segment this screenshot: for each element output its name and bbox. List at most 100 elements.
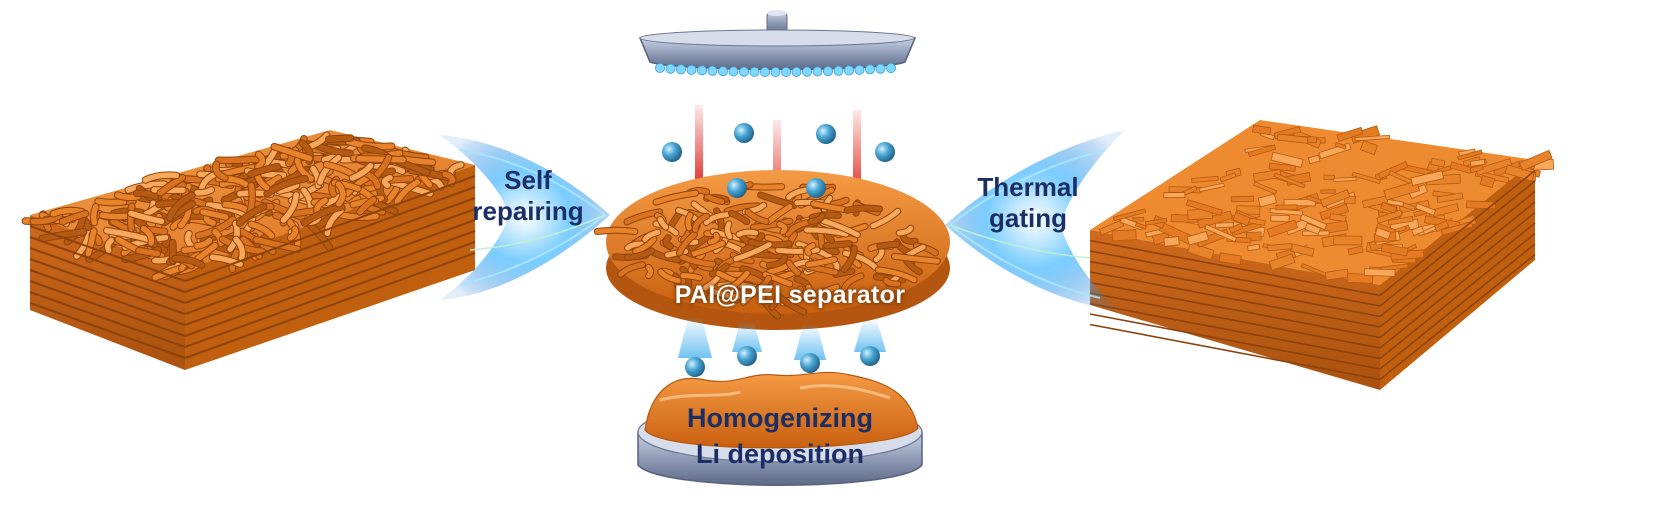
fiber-strand <box>883 277 901 287</box>
melted-flake <box>1304 222 1322 235</box>
fiber-strand <box>751 218 793 230</box>
fiber-strand <box>374 155 392 178</box>
fiber-strand <box>680 273 702 281</box>
fiber-strand <box>870 208 901 229</box>
melted-flake <box>1299 213 1328 231</box>
fiber-strand <box>50 207 86 217</box>
layer-line <box>29 225 186 282</box>
layer-line <box>1379 211 1536 339</box>
melted-flake <box>1268 162 1296 172</box>
layer-line <box>1379 232 1536 360</box>
melted-flake <box>1163 236 1180 247</box>
thermal-gating-line-1: Thermal <box>977 172 1079 202</box>
melted-flake <box>1132 216 1145 222</box>
melted-flake <box>1479 175 1496 189</box>
melted-flake <box>1346 273 1374 284</box>
melted-flake <box>1359 140 1378 156</box>
fiber-strand <box>85 228 97 257</box>
right-block-layer-lines <box>1089 169 1536 381</box>
fiber-strand <box>276 182 300 194</box>
fiber-strand <box>896 225 914 236</box>
layer-line <box>1089 239 1381 297</box>
lithium-ion-sphere-icon <box>860 346 880 366</box>
melted-flake <box>1323 174 1336 180</box>
fiber-strand <box>167 192 195 221</box>
fiber-strand <box>594 227 638 234</box>
melted-flake <box>1436 192 1464 204</box>
fiber-strand <box>105 237 114 254</box>
left-block-fibers <box>21 131 465 282</box>
fiber-strand <box>195 216 236 239</box>
layer-line <box>1379 180 1536 307</box>
lithium-ion-sphere-icon <box>734 123 754 143</box>
layer-line <box>29 247 186 304</box>
self-repairing-label: Self repairing <box>458 165 598 227</box>
shower-nozzle <box>865 64 876 75</box>
melted-flake <box>1336 126 1364 142</box>
fiber-strand <box>212 161 228 181</box>
fiber-strand <box>786 260 801 276</box>
left-block-front-face <box>30 215 185 370</box>
self-repairing-line-2: repairing <box>472 196 584 227</box>
fiber-strand <box>140 225 155 246</box>
melted-flake <box>1430 157 1446 168</box>
fiber-strand <box>709 288 741 300</box>
lithium-ion-sphere-icon <box>662 142 682 162</box>
melted-flake <box>1469 158 1486 167</box>
fiber-strand <box>736 229 759 237</box>
fiber-strand <box>724 203 760 214</box>
layer-line <box>29 291 186 348</box>
melted-flake <box>1374 227 1392 240</box>
fiber-strand <box>877 241 900 249</box>
melted-flake <box>1204 223 1238 243</box>
fiber-strand <box>804 227 849 237</box>
fiber-strand <box>161 200 195 226</box>
fiber-strand <box>248 163 281 178</box>
thermal-gating-line-2: gating <box>989 203 1067 234</box>
fiber-strand <box>271 143 313 162</box>
melted-flake <box>1185 199 1223 217</box>
melted-flake <box>1334 141 1347 150</box>
lithium-ion-sphere-icon <box>800 353 820 373</box>
layer-line <box>1089 313 1381 370</box>
melted-flake <box>1111 229 1137 242</box>
fiber-strand <box>104 227 152 243</box>
fiber-strand <box>125 181 167 193</box>
fiber-strand <box>385 186 400 204</box>
fiber-strand <box>625 241 647 251</box>
melted-flake <box>1347 245 1364 256</box>
fiber-strand <box>95 198 127 206</box>
layer-line <box>1089 281 1381 339</box>
fiber-strand <box>248 221 275 239</box>
melted-flake <box>1475 157 1513 176</box>
fiber-strand <box>679 254 716 267</box>
layer-line <box>1089 323 1381 381</box>
fiber-strand <box>317 154 342 185</box>
left-glow-wing-icon <box>440 135 610 300</box>
melted-flake <box>1469 164 1484 174</box>
shower-nozzle <box>823 66 834 77</box>
fiber-strand <box>200 209 229 220</box>
fiber-strand <box>194 242 218 263</box>
fiber-strand <box>815 284 840 296</box>
fiber-strand <box>777 221 788 235</box>
lithium-ion-sphere-icon <box>685 357 705 377</box>
fiber-strand <box>642 229 661 242</box>
fiber-strand <box>373 163 406 174</box>
melted-flake <box>1380 201 1398 214</box>
fiber-strand <box>287 226 299 241</box>
fiber-strand <box>356 155 406 163</box>
lower-ion-flux <box>678 318 886 377</box>
shower-nozzle <box>686 64 697 75</box>
fiber-strand <box>253 237 301 253</box>
shower-nozzle <box>844 65 855 76</box>
fiber-strand <box>633 236 657 254</box>
fiber-strand <box>280 192 299 223</box>
fiber-strand <box>39 228 87 242</box>
melted-flake <box>1383 180 1420 201</box>
fiber-strand <box>842 250 878 270</box>
melted-flake <box>1307 154 1321 165</box>
melted-flake <box>1465 200 1496 210</box>
layer-line <box>1089 302 1381 360</box>
